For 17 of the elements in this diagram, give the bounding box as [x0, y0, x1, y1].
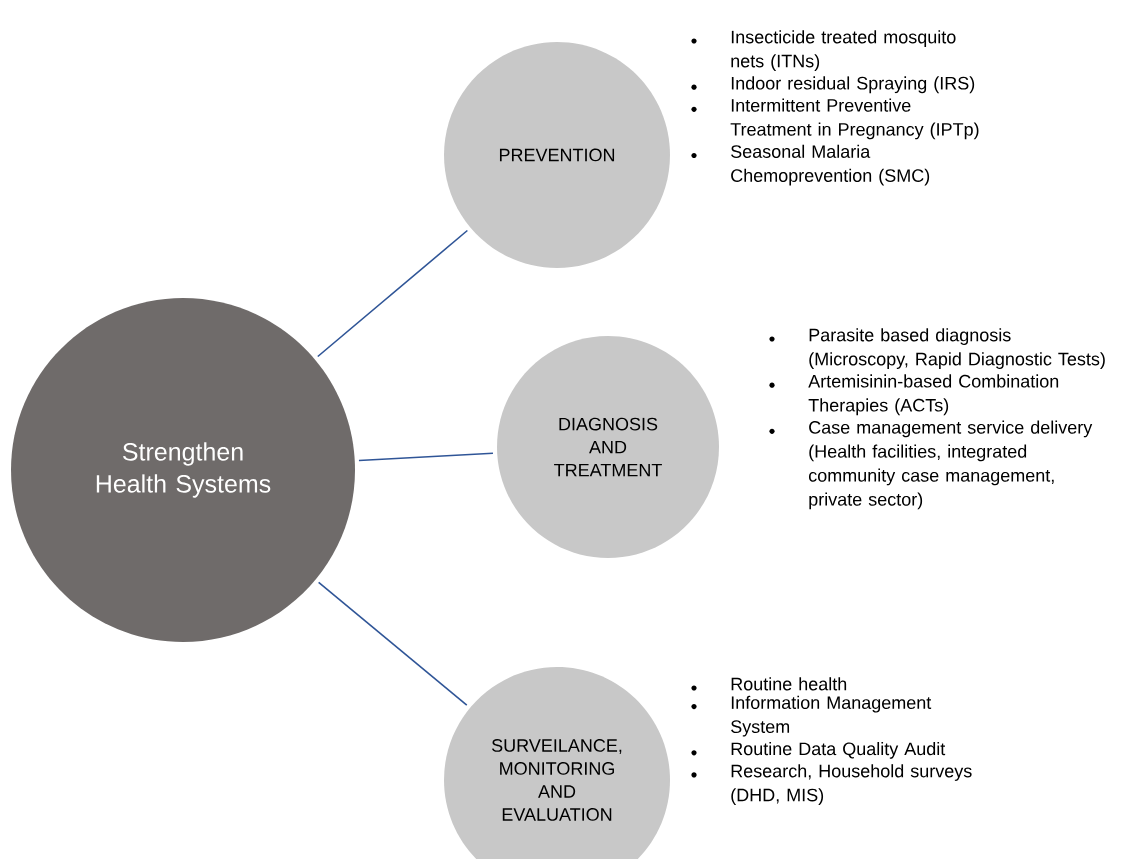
bullet-item: Information Management System: [691, 695, 932, 737]
connector-line: [358, 452, 494, 462]
bullet-item: Routine Data Quality Audit: [691, 742, 946, 759]
bullet-item: Indoor residual Spraying (IRS): [691, 76, 975, 94]
circle-node: PREVENTION: [444, 42, 670, 268]
connector-line: [317, 581, 468, 706]
bullet-item: Case management service delivery (Health facilities, integrated community case management, private sector): [769, 420, 1093, 510]
bullet-item: Insecticide treated mosquito nets (ITNs): [691, 30, 956, 71]
bullet-item: Intermittent Preventive Treatment in Pregnancy (IPTp): [691, 98, 979, 140]
bullet-item: Artemisinin-based Combination Therapies (ACTs): [769, 374, 1059, 416]
bullet-item: Seasonal Malaria Chemoprevention (SMC): [691, 144, 930, 186]
circle-node: DIAGNOSIS AND TREATMENT: [497, 336, 719, 558]
connector-line: [316, 229, 469, 358]
bullet-item: Research, Household surveys (DHD, MIS): [691, 764, 972, 805]
circle-node: Strengthen Health Systems: [11, 298, 355, 642]
bullet-item: Routine health: [691, 677, 847, 691]
bullet-item: Parasite based diagnosis (Microscopy, Rapid Diagnostic Tests): [769, 328, 1105, 369]
